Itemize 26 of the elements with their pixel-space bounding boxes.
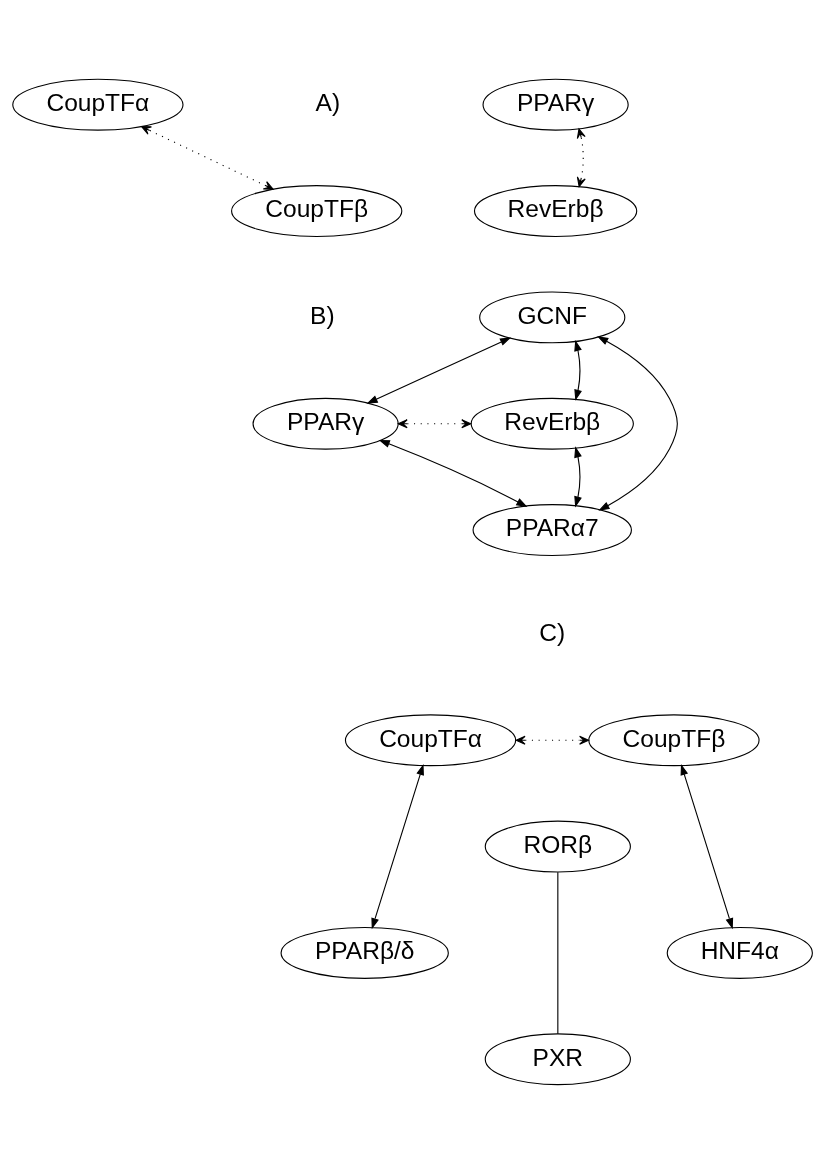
label: C) (539, 618, 566, 646)
node-ellipse: RORβ (484, 820, 631, 873)
arrow (141, 125, 274, 190)
node-ellipse: HNF4α (666, 926, 813, 979)
node-ellipse: PPARβ/δ (280, 926, 449, 979)
arrow (397, 418, 472, 428)
node-ellipse: RevErbβ (470, 397, 634, 450)
label: B) (310, 301, 335, 329)
node-ellipse: PXR (484, 1032, 631, 1085)
node-ellipse: RevErbβ (473, 184, 638, 237)
arrow (366, 336, 512, 404)
node-ellipse: CoupTFα (12, 78, 184, 131)
node-ellipse: PPARγ (482, 78, 629, 131)
arrow (574, 339, 582, 401)
arrow (515, 735, 590, 745)
arrow (371, 763, 424, 929)
arrow (576, 127, 586, 187)
arrow (378, 439, 528, 507)
label: A) (315, 88, 341, 116)
node-ellipse: CoupTFβ (231, 184, 403, 237)
node-ellipse: CoupTFβ (588, 713, 760, 766)
arrow (680, 763, 734, 929)
node-ellipse: CoupTFα (344, 713, 517, 766)
arrow (574, 445, 582, 508)
arrow (597, 335, 678, 511)
connector (557, 871, 559, 1034)
